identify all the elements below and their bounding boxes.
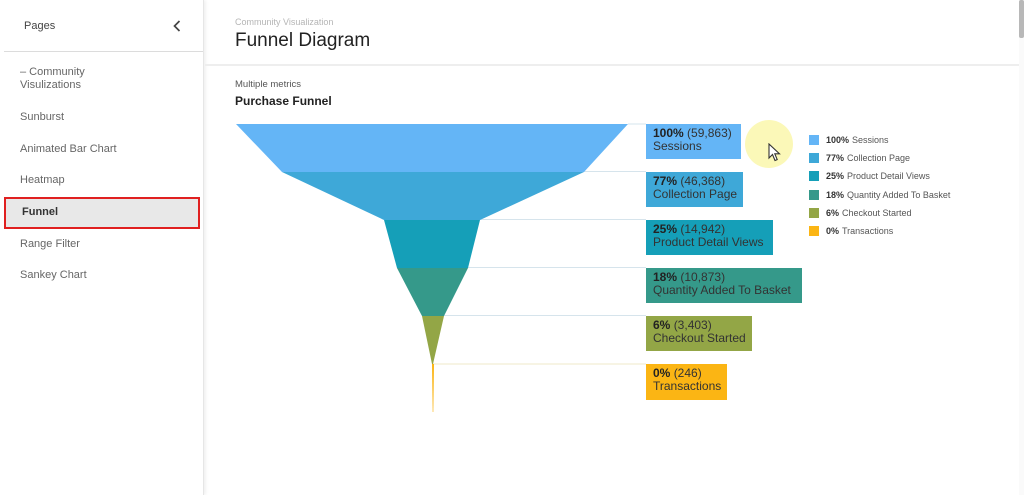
legend-percent: 25% [826, 171, 845, 182]
sidebar-title: Pages [24, 19, 56, 32]
sidebar-item-sankey-chart[interactable]: Sankey Chart [0, 260, 203, 292]
funnel-segment-collection-page [282, 172, 584, 220]
legend-swatch [809, 207, 819, 218]
sidebar-item-label: Funnel [22, 206, 59, 218]
sidebar-page-list: – Community Visulizations Sunburst Anima… [0, 52, 203, 292]
legend-label: Collection Page [847, 153, 911, 164]
label-percent: 18% [653, 270, 678, 284]
legend-item-checkout-started[interactable]: 6%Checkout Started [809, 204, 950, 222]
chevron-left-icon[interactable] [169, 18, 185, 34]
label-category: Product Detail Views [653, 235, 764, 249]
legend-swatch [809, 135, 819, 146]
sidebar-item-heatmap[interactable]: Heatmap [0, 165, 203, 197]
legend-swatch [809, 189, 819, 200]
page-title: Funnel Diagram [235, 30, 371, 51]
scrollbar-thumb[interactable] [1019, 0, 1024, 38]
funnel-segment-checkout-started [422, 316, 444, 364]
legend-swatch [809, 226, 819, 237]
legend-percent: 77% [826, 153, 845, 164]
legend-label: Sessions [852, 135, 889, 146]
funnel-label-sessions: 100% (59,863) Sessions [646, 124, 741, 159]
vertical-scrollbar[interactable] [1019, 0, 1024, 495]
label-value: (246) [673, 366, 702, 380]
sidebar-item-sunburst[interactable]: Sunburst [0, 102, 203, 134]
funnel-label-transactions: 0% (246) Transactions [646, 364, 727, 400]
label-value: (10,873) [680, 270, 726, 284]
legend-item-quantity-added[interactable]: 18%Quantity Added To Basket [809, 186, 950, 204]
label-percent: 0% [653, 366, 671, 380]
label-category: Quantity Added To Basket [653, 283, 791, 297]
pages-sidebar: Pages – Community Visulizations Sunburst… [0, 0, 204, 495]
legend-label: Transactions [842, 226, 894, 237]
label-value: (46,368) [680, 174, 726, 188]
chart-subtitle: Multiple metrics [235, 79, 301, 90]
legend-label: Quantity Added To Basket [847, 189, 951, 200]
label-category: Transactions [653, 379, 722, 393]
sidebar-item-funnel[interactable]: Funnel [4, 196, 200, 229]
legend-item-collection-page[interactable]: 77%Collection Page [809, 149, 950, 167]
legend-label: Checkout Started [842, 207, 912, 218]
legend-item-transactions[interactable]: 0%Transactions [809, 222, 950, 240]
funnel-label-checkout-started: 6% (3,403) Checkout Started [646, 316, 752, 351]
page-header: Community Visualization Funnel Diagram [205, 0, 1019, 66]
sidebar-header: Pages [4, 0, 203, 52]
sidebar-item-label: Sunburst [20, 111, 65, 124]
sidebar-item-label: Heatmap [20, 174, 65, 187]
legend-percent: 18% [826, 189, 845, 200]
funnel-segment-transactions [432, 364, 434, 412]
funnel-segment-sessions [236, 124, 628, 172]
label-value: (59,863) [687, 126, 732, 140]
legend-percent: 100% [826, 135, 850, 146]
funnel-label-quantity-added: 18% (10,873) Quantity Added To Basket [646, 268, 802, 303]
legend-item-sessions[interactable]: 100%Sessions [809, 131, 950, 149]
sidebar-item-label: – Community Visulizations [20, 66, 85, 91]
label-percent: 6% [653, 318, 671, 332]
label-percent: 100% [653, 126, 684, 140]
funnel-segment-quantity-added [397, 268, 468, 316]
label-value: (3,403) [673, 318, 712, 332]
label-category: Collection Page [653, 187, 738, 201]
label-category: Sessions [653, 139, 702, 153]
sidebar-item-range-filter[interactable]: Range Filter [0, 229, 203, 261]
page-subtitle: Community Visualization [235, 17, 334, 27]
legend-swatch [809, 171, 819, 182]
label-value: (14,942) [680, 222, 726, 236]
sidebar-item-animated-bar-chart[interactable]: Animated Bar Chart [0, 134, 203, 166]
sidebar-item-label: Animated Bar Chart [20, 142, 117, 155]
funnel-segment-product-detail-views [384, 220, 480, 268]
legend-label: Product Detail Views [847, 171, 930, 182]
legend-swatch [809, 153, 819, 164]
mouse-pointer-icon [768, 143, 781, 162]
chart-title: Purchase Funnel [235, 94, 332, 108]
sidebar-item-community-visualizations[interactable]: – Community Visulizations [0, 64, 203, 94]
label-category: Checkout Started [653, 331, 746, 345]
funnel-label-collection-page: 77% (46,368) Collection Page [646, 172, 743, 207]
legend-percent: 6% [826, 207, 840, 218]
funnel-label-product-detail-views: 25% (14,942) Product Detail Views [646, 220, 773, 255]
chart-legend: 100%Sessions 77%Collection Page 25%Produ… [809, 131, 950, 240]
legend-item-product-detail-views[interactable]: 25%Product Detail Views [809, 167, 950, 185]
sidebar-item-label: Range Filter [20, 237, 80, 250]
label-percent: 77% [653, 174, 678, 188]
label-percent: 25% [653, 222, 678, 236]
legend-percent: 0% [826, 226, 840, 237]
main-content: Community Visualization Funnel Diagram M… [205, 0, 1019, 495]
sidebar-item-label: Sankey Chart [20, 269, 87, 282]
